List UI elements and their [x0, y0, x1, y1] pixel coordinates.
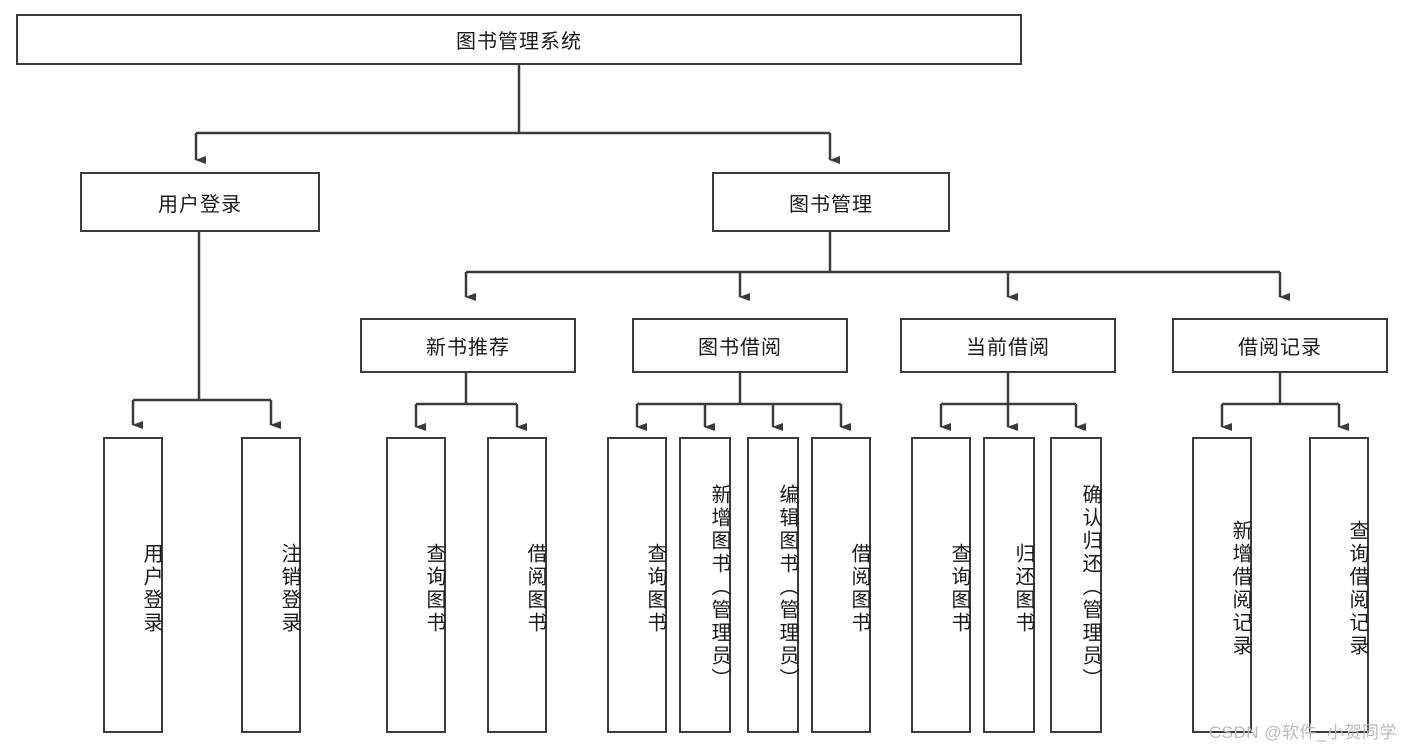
node-current-borrow-label: 当前借阅 — [966, 337, 1050, 359]
node-leaf-add-record-label: 新增借阅记录 — [1229, 520, 1251, 658]
node-book-manage-label: 图书管理 — [789, 193, 873, 216]
node-root[interactable]: 图书管理系统 — [16, 14, 1022, 65]
node-leaf-borrow-book-1[interactable]: 借阅图书 — [487, 437, 547, 733]
node-new-book-rec-label: 新书推荐 — [426, 337, 510, 359]
node-new-book-rec[interactable]: 新书推荐 — [360, 318, 576, 373]
node-leaf-borrow-book-1-label: 借阅图书 — [524, 543, 546, 635]
node-user-login-label: 用户登录 — [158, 193, 242, 216]
node-leaf-add-record[interactable]: 新增借阅记录 — [1192, 437, 1252, 733]
node-book-manage[interactable]: 图书管理 — [712, 172, 950, 232]
node-borrow-record[interactable]: 借阅记录 — [1172, 318, 1388, 373]
node-book-borrow-label: 图书借阅 — [698, 337, 782, 359]
node-leaf-user-login[interactable]: 用户登录 — [103, 437, 163, 733]
node-borrow-record-label: 借阅记录 — [1238, 337, 1322, 359]
node-book-borrow[interactable]: 图书借阅 — [632, 318, 848, 373]
node-leaf-query-book-1[interactable]: 查询图书 — [386, 437, 446, 733]
node-root-label: 图书管理系统 — [456, 31, 582, 53]
node-leaf-query-record[interactable]: 查询借阅记录 — [1309, 437, 1369, 733]
node-leaf-query-book-2-label: 查询图书 — [644, 543, 666, 635]
node-leaf-add-book[interactable]: 新增图书（管理员） — [679, 437, 731, 733]
node-leaf-logout-login-label: 注销登录 — [278, 543, 300, 635]
node-leaf-query-book-1-label: 查询图书 — [423, 543, 445, 635]
node-current-borrow[interactable]: 当前借阅 — [900, 318, 1116, 373]
node-user-login[interactable]: 用户登录 — [80, 172, 320, 232]
node-leaf-confirm-return[interactable]: 确认归还（管理员） — [1050, 437, 1102, 733]
node-leaf-add-book-label: 新增图书（管理员） — [708, 483, 730, 691]
node-leaf-edit-book[interactable]: 编辑图书（管理员） — [747, 437, 799, 733]
node-leaf-borrow-book-2-label: 借阅图书 — [848, 543, 870, 635]
node-leaf-query-book-3[interactable]: 查询图书 — [911, 437, 971, 733]
node-leaf-user-login-label: 用户登录 — [140, 543, 162, 635]
node-leaf-edit-book-label: 编辑图书（管理员） — [776, 483, 798, 691]
node-leaf-query-book-3-label: 查询图书 — [948, 543, 970, 635]
node-leaf-return-book-label: 归还图书 — [1012, 543, 1034, 635]
node-leaf-borrow-book-2[interactable]: 借阅图书 — [811, 437, 871, 733]
watermark-text: CSDN @软件_小贺同学 — [1208, 723, 1397, 742]
node-leaf-return-book[interactable]: 归还图书 — [983, 437, 1035, 733]
node-leaf-logout-login[interactable]: 注销登录 — [241, 437, 301, 733]
node-leaf-query-record-label: 查询借阅记录 — [1346, 520, 1368, 658]
node-leaf-query-book-2[interactable]: 查询图书 — [607, 437, 667, 733]
node-leaf-confirm-return-label: 确认归还（管理员） — [1079, 483, 1101, 691]
